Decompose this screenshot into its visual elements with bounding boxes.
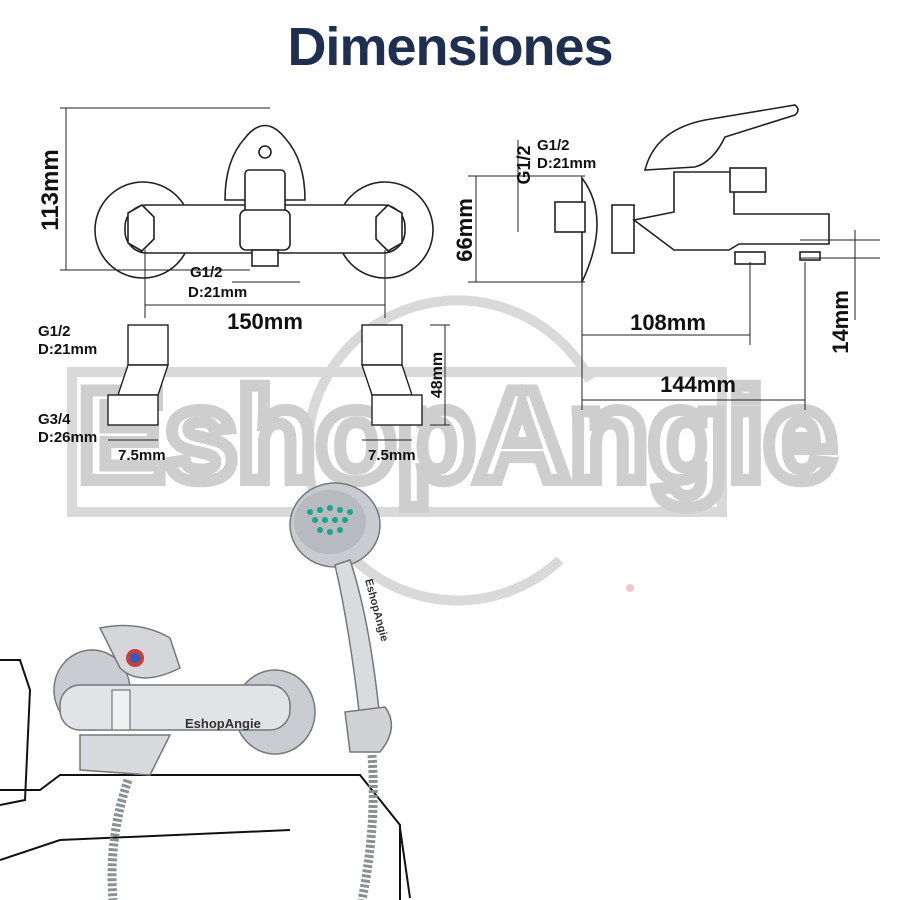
side-body-depth-label: 108mm xyxy=(630,310,706,335)
watermark-arc xyxy=(302,295,595,606)
connector-length-label: 48mm xyxy=(429,352,446,398)
nozzle-grid xyxy=(307,505,353,535)
front-outlet-diameter: D:21mm xyxy=(188,284,247,301)
side-lever xyxy=(643,104,799,171)
side-nut xyxy=(611,204,635,254)
side-inlet-thread: G1/2 xyxy=(537,137,570,154)
front-height-label: 113mm xyxy=(37,149,64,230)
side-view-dimensions xyxy=(468,140,880,410)
outlet-front xyxy=(251,249,279,267)
connector-bottom-thread: G3/4 xyxy=(38,411,71,428)
connector-offset-right: 7.5mm xyxy=(368,447,416,464)
connector-bottom-diameter: D:26mm xyxy=(38,429,97,446)
side-total-depth-label: 144mm xyxy=(660,372,736,397)
connector-top-diameter: D:21mm xyxy=(38,341,97,358)
front-outlet-thread: G1/2 xyxy=(190,264,223,281)
side-view-drawing xyxy=(554,104,830,283)
lever-screw xyxy=(258,145,272,159)
connector-top-thread: G1/2 xyxy=(38,323,71,340)
side-diverter-knob xyxy=(729,167,767,193)
watermark-text: EshopAngie xyxy=(78,362,836,508)
front-width-label: 150mm xyxy=(227,309,303,334)
side-spout-tip xyxy=(799,251,821,261)
page-title: Dimensiones xyxy=(287,17,613,77)
connector-offset-left: 7.5mm xyxy=(118,447,166,464)
side-body xyxy=(632,171,830,251)
front-view-drawing xyxy=(94,124,434,279)
faucet-product: EshopAngie xyxy=(53,624,316,776)
connector-left xyxy=(107,324,169,426)
shower-hose xyxy=(107,778,133,900)
cartridge xyxy=(244,169,286,216)
side-height-label: 66mm xyxy=(452,198,477,262)
bathtub-sketch xyxy=(0,659,411,900)
left-nut xyxy=(127,204,155,252)
side-inlet-thread-rotated: G1/2 xyxy=(514,145,534,184)
faucet-brand-label: EshopAngie xyxy=(185,716,261,731)
connector-dimension-lines xyxy=(108,324,450,441)
spout-front xyxy=(239,209,291,251)
watermark: EshopAngie xyxy=(67,295,842,606)
front-view-dimensions xyxy=(60,107,386,318)
side-inlet-pipe xyxy=(554,201,586,233)
side-drop-label: 14mm xyxy=(828,290,853,354)
side-inlet-diameter: D:21mm xyxy=(537,155,596,172)
decorative-dot xyxy=(626,584,634,592)
right-nut xyxy=(375,204,403,252)
connector-right xyxy=(361,324,423,426)
